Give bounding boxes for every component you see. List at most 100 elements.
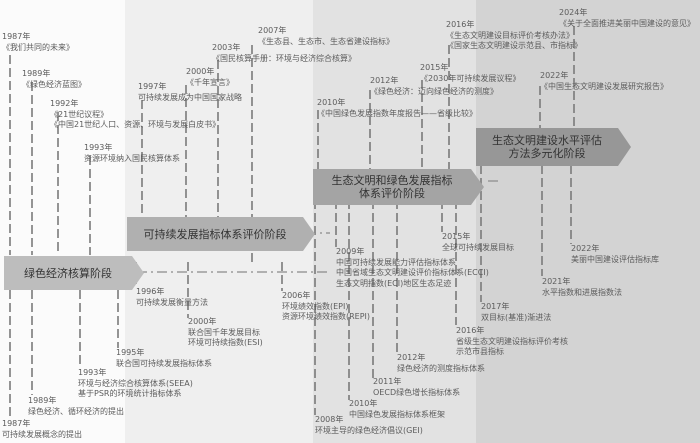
event-2016: 2016年《生态文明建设目标评价考核办法》《国家生态文明建设示范县、市指标》 — [446, 20, 582, 52]
event-text-line: 2007年 — [258, 26, 287, 35]
event-1993: 1993年资源环境纳入国民核算体系 — [84, 143, 180, 164]
event-text-line: 《绿色经济：迈向绿色经济的测度》 — [370, 86, 498, 96]
event-text-line: 2016年 — [446, 20, 475, 29]
event-text-line: 省级生态文明建设指标评价考核 — [456, 336, 568, 346]
event-text-line: 《绿色经济蓝图》 — [22, 79, 86, 89]
stage-3-line1: 生态文明和绿色发展指标 — [331, 174, 453, 187]
bg-band-1 — [0, 0, 125, 443]
stage-3-label: 生态文明和绿色发展指标 体系评价阶段 — [313, 169, 471, 205]
event-text-line: 2010年 — [349, 399, 378, 408]
event-2022: 2022年《中国生态文明建设发展研究报告》 — [540, 71, 668, 92]
event-2003: 2003年《国民核算手册：环境与经济综合核算》 — [212, 43, 356, 64]
event-text-line: 2010年 — [317, 98, 346, 107]
event-text-line: 1987年 — [2, 32, 31, 41]
stage-4-label: 生态文明建设水平评估 方法多元化阶段 — [476, 128, 618, 166]
event-text-line: 中国可持续发展能力评估指标体系 — [336, 257, 456, 267]
event-text-line: 1997年 — [138, 82, 167, 91]
event-text-line: 环境与经济综合核算体系(SEEA) — [78, 378, 193, 388]
event-text-line: 2000年 — [188, 317, 217, 326]
event-text-line: 《关于全面推进美丽中国建设的意见》 — [559, 18, 695, 28]
event-text-line: 1993年 — [84, 143, 113, 152]
event-text-line: 联合国千年发展目标 — [188, 327, 260, 337]
event-below-2022: 2022年美丽中国建设评估指标库 — [571, 244, 659, 265]
event-below-2008: 2008年环境主导的绿色经济倡议(GEI) — [315, 415, 423, 436]
event-text-line: 生态文明指数(ECI)地区生态足迹 — [336, 278, 452, 288]
event-text-line: 2022年 — [540, 71, 569, 80]
event-2010: 2010年《中国绿色发展指数年度报告——省级比较》 — [317, 98, 477, 119]
event-2024: 2024年《关于全面推进美丽中国建设的意见》 — [559, 8, 695, 29]
event-text-line: 2012年 — [397, 353, 426, 362]
event-text-line: 《生态文明建设目标评价考核办法》 — [446, 30, 574, 40]
event-1997: 1997年可持续发展成为中国国家战略 — [138, 82, 242, 103]
event-text-line: 2000年 — [186, 67, 215, 76]
event-text-line: 《中国生态文明建设发展研究报告》 — [540, 81, 668, 91]
event-text-line: 中国绿色发展指标体系框架 — [349, 409, 445, 419]
event-text-line: OECD绿色增长指标体系 — [373, 387, 461, 397]
event-text-line: 1996年 — [136, 287, 165, 296]
event-text-line: 可持续发展概念的提出 — [2, 429, 82, 439]
event-text-line: 可持续发展成为中国国家战略 — [138, 92, 242, 102]
event-below-2015: 2015年全球可持续发展目标 — [442, 232, 514, 253]
event-text-line: 《国民核算手册：环境与经济综合核算》 — [212, 53, 356, 63]
stage-arrow-4: 生态文明建设水平评估 方法多元化阶段 — [476, 128, 631, 166]
event-text-line: 2022年 — [571, 244, 600, 253]
event-below-2021: 2021年水平指数和进展指数法 — [542, 277, 622, 298]
stage-2-label: 可持续发展指标体系评价阶段 — [127, 217, 303, 251]
event-2007: 2007年《生态县、生态市、生态省建设指标》 — [258, 26, 394, 47]
stage-arrow-3: 生态文明和绿色发展指标 体系评价阶段 — [313, 169, 484, 205]
event-text-line: 环境可持续指数(ESI) — [188, 338, 263, 347]
event-text-line: 全球可持续发展目标 — [442, 242, 514, 252]
event-text-line: 基于PSR的环境统计指标体系 — [78, 389, 182, 398]
event-1989: 1989年《绿色经济蓝图》 — [22, 69, 86, 90]
event-text-line: 中国省域生态文明建设评价指标体系(ECCI) — [336, 268, 489, 277]
event-text-line: 《我们共同的未来》 — [2, 42, 74, 52]
event-text-line: 联合国可持续发展指标体系 — [116, 358, 212, 368]
event-text-line: 1989年 — [22, 69, 51, 78]
event-below-1993: 1993年环境与经济综合核算体系(SEEA)基于PSR的环境统计指标体系 — [78, 368, 193, 400]
event-text-line: 1987年 — [2, 419, 31, 428]
event-text-line: 2011年 — [373, 377, 402, 386]
event-text-line: 2009年 — [336, 247, 365, 256]
event-text-line: 资源环境绩效指数(REPI) — [282, 312, 371, 321]
event-text-line: 《生态县、生态市、生态省建设指标》 — [258, 36, 394, 46]
event-text-line: 2024年 — [559, 8, 588, 17]
event-text-line: 《21世纪议程》 — [50, 109, 109, 119]
event-below-2006: 2006年环境绩效指数(EPI)资源环境绩效指数(REPI) — [282, 291, 370, 323]
event-text-line: 2006年 — [282, 291, 311, 300]
event-text-line: 环境主导的绿色经济倡议(GEI) — [315, 425, 423, 435]
event-text-line: 《国家生态文明建设示范县、市指标》 — [446, 41, 582, 50]
event-text-line: 水平指数和进展指数法 — [542, 287, 622, 297]
event-text-line: 1993年 — [78, 368, 107, 377]
event-text-line: 环境绩效指数(EPI) — [282, 301, 349, 311]
event-text-line: 1992年 — [50, 99, 79, 108]
stage-arrow-1: 绿色经济核算阶段 — [4, 256, 144, 290]
event-2015: 2015年《2030年可持续发展议程》 — [420, 63, 520, 84]
stage-4-line2: 方法多元化阶段 — [508, 147, 586, 160]
event-below-1995: 1995年联合国可持续发展指标体系 — [116, 348, 212, 369]
event-text-line: 资源环境纳入国民核算体系 — [84, 153, 180, 163]
stage-arrow-2: 可持续发展指标体系评价阶段 — [127, 217, 315, 251]
event-below-2010: 2010年中国绿色发展指标体系框架 — [349, 399, 445, 420]
event-below-2009: 2009年中国可持续发展能力评估指标体系中国省域生态文明建设评价指标体系(ECC… — [336, 247, 489, 289]
event-text-line: 2012年 — [370, 76, 399, 85]
event-2000: 2000年《千年宣言》 — [186, 67, 234, 88]
event-text-line: 2016年 — [456, 326, 485, 335]
event-1987: 1987年《我们共同的未来》 — [2, 32, 74, 53]
event-text-line: 双目标(基准)渐进法 — [481, 312, 552, 322]
stage-1-label: 绿色经济核算阶段 — [4, 256, 132, 290]
event-text-line: 1995年 — [116, 348, 145, 357]
event-2012: 2012年《绿色经济：迈向绿色经济的测度》 — [370, 76, 498, 97]
event-text-line: 2008年 — [315, 415, 344, 424]
stage-4-line1: 生态文明建设水平评估 — [492, 134, 602, 147]
event-text-line: 《中国21世纪人口、资源、环境与发展白皮书》 — [50, 120, 221, 129]
event-text-line: 2015年 — [420, 63, 449, 72]
stage-3-line2: 体系评价阶段 — [359, 187, 425, 200]
event-below-2017: 2017年双目标(基准)渐进法 — [481, 302, 551, 323]
event-below-2012: 2012年绿色经济的测度指标体系 — [397, 353, 485, 374]
event-1992: 1992年《21世纪议程》《中国21世纪人口、资源、环境与发展白皮书》 — [50, 99, 220, 131]
event-text-line: 《2030年可持续发展议程》 — [420, 73, 521, 83]
event-below-2016: 2016年省级生态文明建设指标评价考核示范市县指标 — [456, 326, 568, 358]
event-below-1989: 1989年绿色经济、循环经济的提出 — [28, 396, 124, 417]
